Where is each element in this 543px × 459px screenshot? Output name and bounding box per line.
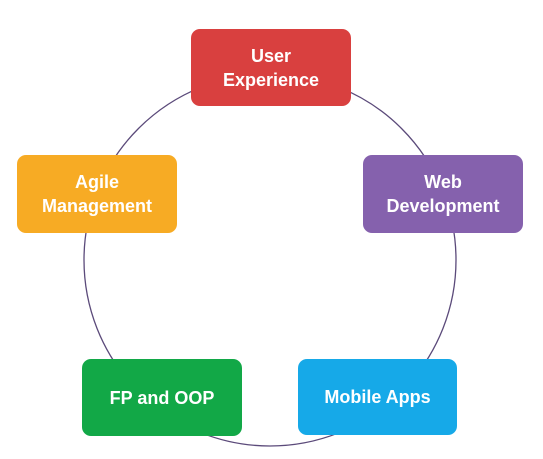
node-web-development-label: Web Development (386, 170, 499, 218)
node-agile-management: Agile Management (17, 155, 177, 233)
node-user-experience-label: User Experience (223, 44, 319, 92)
node-agile-management-label: Agile Management (42, 170, 152, 218)
node-user-experience: User Experience (191, 29, 351, 106)
node-agile-management-line-2: Management (41, 196, 153, 216)
node-mobile-apps: Mobile Apps (298, 359, 457, 435)
node-web-development-line-2: Development (386, 196, 500, 216)
node-user-experience-line-1: User (250, 45, 292, 66)
node-web-development-line-1: Web (424, 172, 462, 192)
node-agile-management-line-1: Agile (74, 172, 119, 192)
node-mobile-apps-label: Mobile Apps (324, 385, 430, 409)
node-mobile-apps-line-1: Mobile Apps (324, 387, 431, 407)
node-user-experience-line-2: Experience (222, 69, 320, 90)
node-web-development: Web Development (363, 155, 523, 233)
node-fp-and-oop: FP and OOP (82, 359, 242, 436)
node-fp-and-oop-line-1: FP and OOP (109, 387, 215, 408)
node-fp-and-oop-label: FP and OOP (110, 386, 215, 410)
